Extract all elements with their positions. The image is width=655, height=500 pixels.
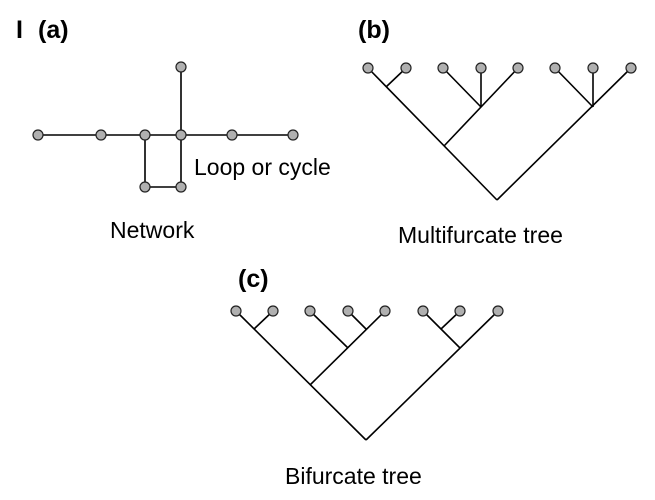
- tree-leaf-node: [475, 62, 487, 74]
- tree-leaf-node: [454, 305, 466, 317]
- tree-leaf-node: [492, 305, 504, 317]
- tree-leaf-node: [379, 305, 391, 317]
- network-edges: [38, 67, 293, 188]
- loop-annotation: Loop or cycle: [194, 154, 331, 180]
- tree-leaf-node: [587, 62, 599, 74]
- tree-leaf-node: [437, 62, 449, 74]
- tree-leaf-node: [417, 305, 429, 317]
- bifurcate-caption: Bifurcate tree: [285, 463, 422, 489]
- network-node: [95, 129, 107, 141]
- panel-b-label: (b): [358, 16, 390, 44]
- tree-leaf-node: [625, 62, 637, 74]
- tree-edge: [442, 67, 482, 108]
- network-node: [175, 61, 187, 73]
- network-node: [287, 129, 299, 141]
- tree-leaf-node: [549, 62, 561, 74]
- network-node: [175, 129, 187, 141]
- multifurcate-tree: Multifurcate tree: [362, 62, 637, 248]
- tree-edge: [309, 310, 349, 349]
- network-caption: Network: [110, 217, 195, 243]
- tree-leaf-node: [400, 62, 412, 74]
- network-node: [139, 129, 151, 141]
- network-nodes: [32, 61, 299, 193]
- tree-leaf-node: [362, 62, 374, 74]
- tree-leaf-node: [342, 305, 354, 317]
- tree-leaf-node: [267, 305, 279, 317]
- tree-edge: [554, 67, 594, 108]
- tree-edge: [235, 310, 367, 441]
- bifurcate-leaves: [230, 305, 504, 317]
- network-node: [32, 129, 44, 141]
- multifurcate-caption: Multifurcate tree: [398, 222, 563, 248]
- network-diagram: Loop or cycle Network: [32, 61, 331, 243]
- panel-a-label: (a): [38, 16, 69, 44]
- bifurcate-tree: Bifurcate tree: [230, 305, 504, 489]
- network-node: [139, 181, 151, 193]
- bifurcate-edges: [235, 310, 499, 441]
- network-node: [175, 181, 187, 193]
- multifurcate-edges: [367, 67, 632, 201]
- tree-leaf-node: [230, 305, 242, 317]
- tree-edge: [367, 67, 498, 201]
- tree-edge: [496, 67, 632, 201]
- tree-leaf-node: [304, 305, 316, 317]
- multifurcate-leaves: [362, 62, 637, 74]
- tree-leaf-node: [512, 62, 524, 74]
- panel-c-label: (c): [238, 265, 269, 293]
- network-node: [226, 129, 238, 141]
- tree-edge: [365, 310, 499, 441]
- figure-label: I: [16, 16, 23, 44]
